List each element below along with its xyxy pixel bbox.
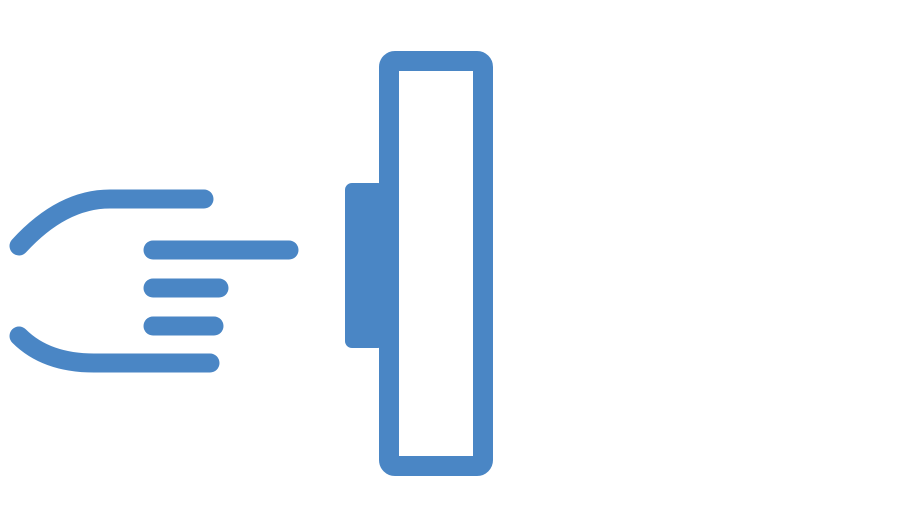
button-cap (345, 183, 385, 348)
hand-bottom-curve (9, 326, 220, 373)
hand-top-curve (9, 189, 214, 256)
push-button-icon (345, 51, 493, 476)
switch-plate (379, 51, 493, 476)
pointing-hand-icon (9, 189, 299, 373)
